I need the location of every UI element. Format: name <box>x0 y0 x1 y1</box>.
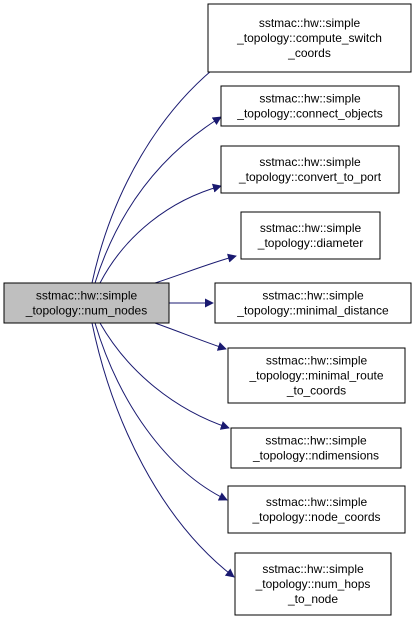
function-nodes: sstmac::hw::simple_topology::num_nodesss… <box>3 3 412 616</box>
node-diameter-box <box>240 211 381 260</box>
node-ndimensions-label-line: sstmac::hw::simple <box>265 434 367 448</box>
node-node-coords[interactable]: sstmac::hw::simple_topology::node_coords <box>227 485 406 534</box>
node-ndimensions-label-line: _topology::ndimensions <box>252 449 379 463</box>
node-convert-to-port-box <box>220 145 400 194</box>
node-compute-switch-coords-label-line: _coords <box>287 46 331 60</box>
node-num-nodes-label-line: _topology::num_nodes <box>25 304 147 318</box>
node-connect-objects-label-line: sstmac::hw::simple <box>259 92 361 106</box>
node-num-hops-to-node-label-line: sstmac::hw::simple <box>262 562 364 576</box>
edge-to-diameter <box>154 253 237 284</box>
node-num-hops-to-node[interactable]: sstmac::hw::simple_topology::num_hops_to… <box>234 552 392 616</box>
node-node-coords-label-line: _topology::node_coords <box>251 510 380 524</box>
node-ndimensions[interactable]: sstmac::hw::simple_topology::ndimensions <box>230 427 402 469</box>
edge-to-connect-objects <box>94 116 222 284</box>
node-num-hops-to-node-box <box>234 552 392 616</box>
node-connect-objects-box <box>220 85 400 127</box>
node-minimal-distance-label-line: _topology::minimal_distance <box>236 304 389 318</box>
node-num-nodes[interactable]: sstmac::hw::simple_topology::num_nodes <box>3 282 170 324</box>
edge-to-node-coords <box>94 322 228 501</box>
node-minimal-route-to-coords-box <box>227 347 406 404</box>
call-edges <box>91 61 237 578</box>
node-minimal-distance-box <box>214 282 412 324</box>
node-diameter-label-line: _topology::diameter <box>257 236 363 250</box>
node-compute-switch-coords-label-line: sstmac::hw::simple <box>259 16 361 30</box>
node-num-hops-to-node-label-line: _topology::num_hops <box>255 577 371 591</box>
node-diameter-label-line: sstmac::hw::simple <box>260 221 362 235</box>
node-diameter[interactable]: sstmac::hw::simple_topology::diameter <box>240 211 381 260</box>
node-compute-switch-coords-label-line: _topology::compute_switch <box>236 31 382 45</box>
node-minimal-route-to-coords[interactable]: sstmac::hw::simple_topology::minimal_rou… <box>227 347 406 404</box>
node-connect-objects[interactable]: sstmac::hw::simple_topology::connect_obj… <box>220 85 400 127</box>
node-compute-switch-coords-box <box>207 3 412 73</box>
node-minimal-distance[interactable]: sstmac::hw::simple_topology::minimal_dis… <box>214 282 412 324</box>
node-minimal-distance-label-line: sstmac::hw::simple <box>262 289 364 303</box>
node-num-hops-to-node-label-line: _to_node <box>287 592 338 606</box>
node-connect-objects-label-line: _topology::connect_objects <box>236 107 382 121</box>
node-convert-to-port[interactable]: sstmac::hw::simple_topology::convert_to_… <box>220 145 400 194</box>
node-num-nodes-box <box>3 282 170 324</box>
node-convert-to-port-label-line: sstmac::hw::simple <box>259 155 361 169</box>
node-node-coords-box <box>227 485 406 534</box>
edge-to-convert-to-port <box>99 183 222 284</box>
edge-to-num-hops-to-node <box>91 322 235 578</box>
edge-to-minimal-route-to-coords <box>154 322 227 351</box>
node-convert-to-port-label-line: _topology::convert_to_port <box>238 170 382 184</box>
node-minimal-route-to-coords-label-line: _topology::minimal_route <box>248 369 383 383</box>
node-minimal-route-to-coords-label-line: sstmac::hw::simple <box>266 354 368 368</box>
node-minimal-route-to-coords-label-line: _to_coords <box>286 384 346 398</box>
edge-to-compute-switch-coords <box>91 61 223 284</box>
node-num-nodes-label-line: sstmac::hw::simple <box>36 289 138 303</box>
node-node-coords-label-line: sstmac::hw::simple <box>266 495 368 509</box>
node-compute-switch-coords[interactable]: sstmac::hw::simple_topology::compute_swi… <box>207 3 412 73</box>
node-ndimensions-box <box>230 427 402 469</box>
edge-to-ndimensions <box>99 322 230 430</box>
